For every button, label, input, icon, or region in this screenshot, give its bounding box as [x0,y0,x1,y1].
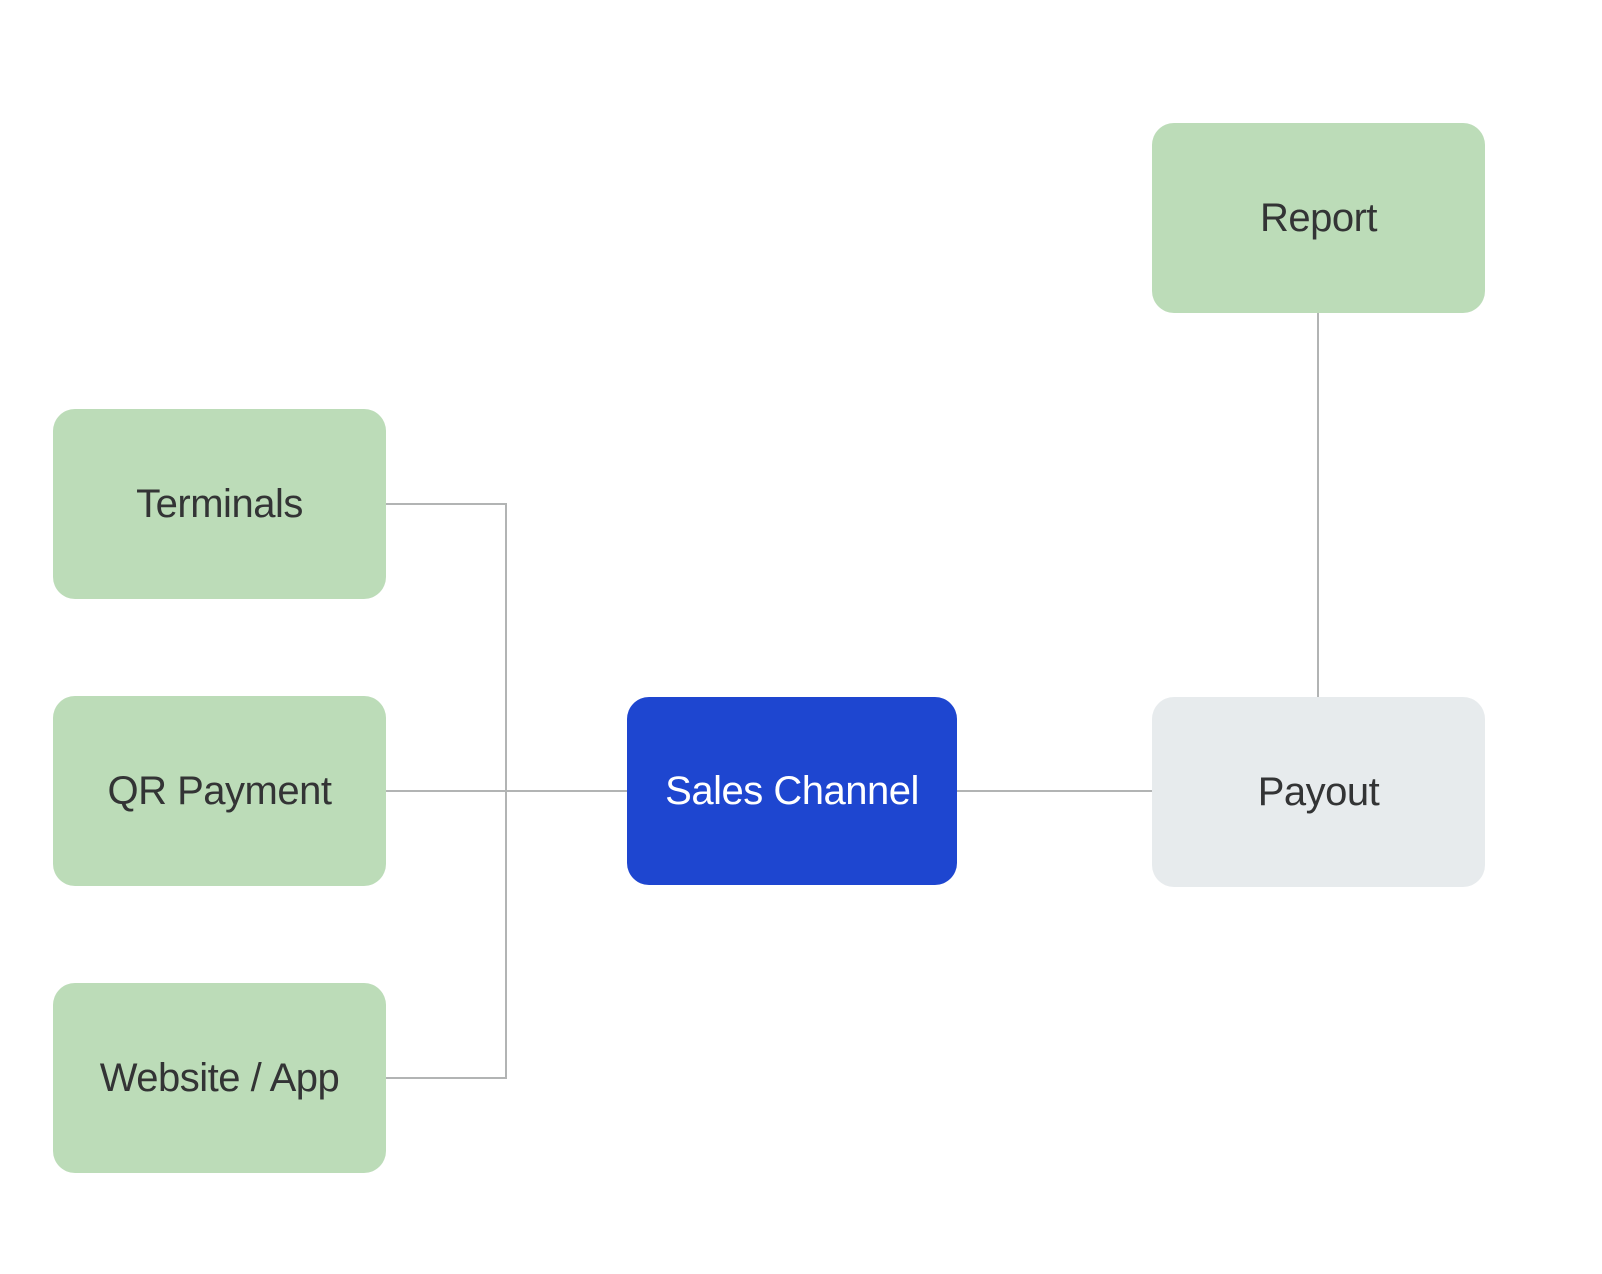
node-qr-payment-label: QR Payment [107,768,332,813]
node-report-label: Report [1259,195,1378,240]
connector-report-to-payout [1317,313,1319,697]
connector-website-app-to-trunk [386,1077,507,1079]
node-terminals-label: Terminals [136,481,303,526]
node-sales-channel-label: Sales Channel [665,768,919,813]
connector-terminals-to-trunk [386,503,507,505]
node-sales-channel: Sales Channel [627,697,957,885]
node-report: Report [1152,123,1485,313]
connector-trunk-vertical [505,503,507,1079]
connector-sales-channel-to-payout [957,790,1152,792]
node-website-app: Website / App [53,983,386,1173]
node-payout: Payout [1152,697,1485,887]
node-qr-payment: QR Payment [53,696,386,886]
node-payout-label: Payout [1257,769,1380,814]
node-website-app-label: Website / App [99,1055,340,1100]
node-terminals: Terminals [53,409,386,599]
